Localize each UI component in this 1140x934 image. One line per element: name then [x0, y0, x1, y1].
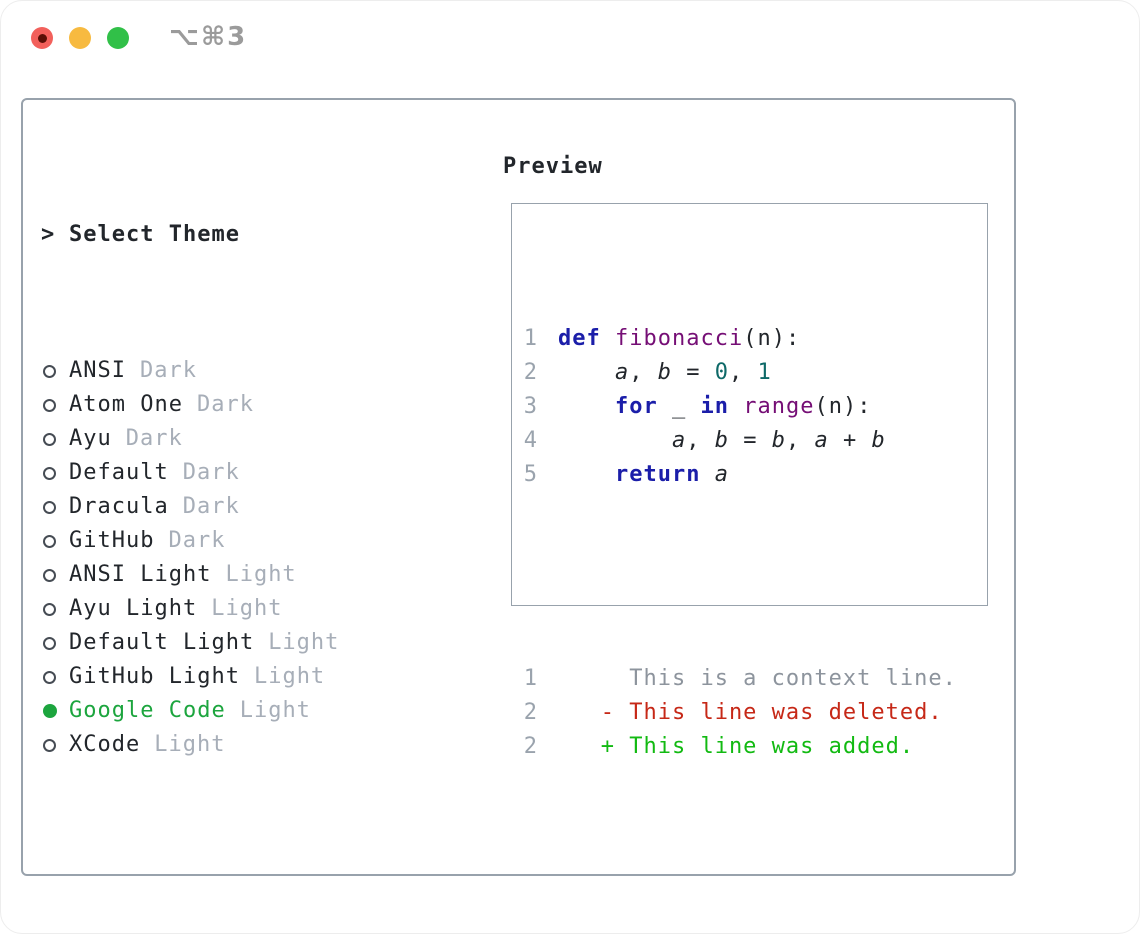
spacer — [522, 560, 957, 594]
line-number: 1 — [523, 666, 538, 691]
theme-variant: Dark — [182, 494, 240, 519]
theme-option[interactable]: Atom One Dark — [41, 388, 440, 422]
radio-unselected-icon — [43, 636, 56, 650]
theme-variant: Dark — [182, 460, 240, 485]
theme-option[interactable]: ANSI Light Light — [41, 558, 440, 592]
radio-unselected-icon — [43, 432, 56, 446]
select-theme-title: Select Theme — [69, 222, 240, 247]
theme-variant: Dark — [196, 392, 254, 417]
theme-option[interactable]: Ayu Dark — [41, 422, 440, 456]
radio-unselected-icon — [43, 398, 56, 412]
line-number: 5 — [523, 462, 538, 487]
code-text: a, b = b, a + b — [671, 428, 886, 453]
spacer — [41, 864, 440, 898]
theme-name: GitHub — [69, 528, 155, 553]
window-title: ⌥⌘3 — [169, 22, 248, 52]
theme-variant: Dark — [139, 358, 197, 383]
close-dot-icon — [37, 33, 47, 43]
radio-unselected-icon — [43, 500, 56, 514]
theme-variant: Light — [239, 698, 311, 723]
line-number: 1 — [523, 326, 538, 351]
theme-option[interactable]: Ayu Light Light — [41, 592, 440, 626]
theme-option[interactable]: Dracula Dark — [41, 490, 440, 524]
theme-name: Ayu — [69, 426, 112, 451]
theme-name: XCode — [69, 732, 141, 757]
theme-variant: Light — [253, 664, 326, 689]
code-text: def fibonacci(n): — [558, 326, 801, 351]
code-line: 4 a, b = b, a + b — [522, 424, 957, 458]
line-number: 3 — [523, 394, 538, 419]
prompt-cursor-icon: > — [41, 222, 56, 247]
theme-variant: Light — [225, 562, 297, 587]
theme-name: Google Code — [69, 698, 226, 723]
theme-variant: Dark — [168, 528, 226, 553]
theme-name: ANSI — [69, 358, 126, 383]
diff-text: This is a context line. — [558, 666, 957, 691]
radio-unselected-icon — [43, 466, 56, 480]
code-line: 5 return a — [522, 458, 957, 492]
theme-option[interactable]: Google Code Light — [41, 694, 440, 728]
diff-text: + This line was added. — [558, 734, 915, 759]
code-text: for _ in range(n): — [614, 394, 872, 419]
theme-name: Ayu Light — [69, 596, 198, 621]
line-number: 2 — [523, 360, 538, 385]
theme-option[interactable]: ANSI Dark — [41, 354, 440, 388]
theme-option[interactable]: Default Light Light — [41, 626, 440, 660]
diff-line: 1 This is a context line. — [522, 662, 957, 696]
code-text: return a — [614, 462, 729, 487]
radio-selected-icon — [43, 704, 57, 718]
theme-option[interactable]: GitHub Dark — [41, 524, 440, 558]
select-theme-header-row: > Select Theme — [41, 218, 440, 252]
preview-title: Preview — [503, 154, 603, 179]
theme-name: ANSI Light — [69, 562, 212, 587]
diff-text: - This line was deleted. — [558, 700, 943, 725]
line-number: 4 — [523, 428, 538, 453]
code-line: 1 def fibonacci(n): — [522, 322, 957, 356]
line-number: 2 — [523, 734, 538, 759]
theme-option[interactable]: XCode Light — [41, 728, 440, 762]
theme-option[interactable]: GitHub Light Light — [41, 660, 440, 694]
code-line: 2 a, b = 0, 1 — [522, 356, 957, 390]
minimize-button-icon[interactable] — [69, 27, 91, 49]
radio-unselected-icon — [43, 568, 56, 582]
theme-name: Default — [69, 460, 169, 485]
radio-unselected-icon — [43, 602, 56, 616]
theme-variant: Dark — [125, 426, 183, 451]
code-line: 3 for _ in range(n): — [522, 390, 957, 424]
theme-name: Default Light — [69, 630, 255, 655]
line-number: 2 — [523, 700, 538, 725]
radio-unselected-icon — [43, 364, 56, 378]
theme-option[interactable]: Default Dark — [41, 456, 440, 490]
radio-unselected-icon — [43, 738, 56, 752]
diff-line: 2 + This line was added. — [522, 730, 957, 764]
titlebar — [31, 27, 129, 49]
radio-unselected-icon — [43, 534, 56, 548]
radio-unselected-icon — [43, 670, 56, 684]
theme-variant: Light — [154, 732, 226, 757]
theme-name: Atom One — [69, 392, 183, 417]
theme-variant: Light — [268, 630, 340, 655]
close-button-icon[interactable] — [31, 27, 53, 49]
zoom-button-icon[interactable] — [107, 27, 129, 49]
diff-block: 1 This is a context line.2 - This line w… — [522, 662, 957, 764]
theme-name: Dracula — [69, 494, 169, 519]
theme-name: GitHub Light — [69, 664, 240, 689]
diff-line: 2 - This line was deleted. — [522, 696, 957, 730]
theme-variant: Light — [211, 596, 283, 621]
code-text: a, b = 0, 1 — [614, 360, 772, 385]
